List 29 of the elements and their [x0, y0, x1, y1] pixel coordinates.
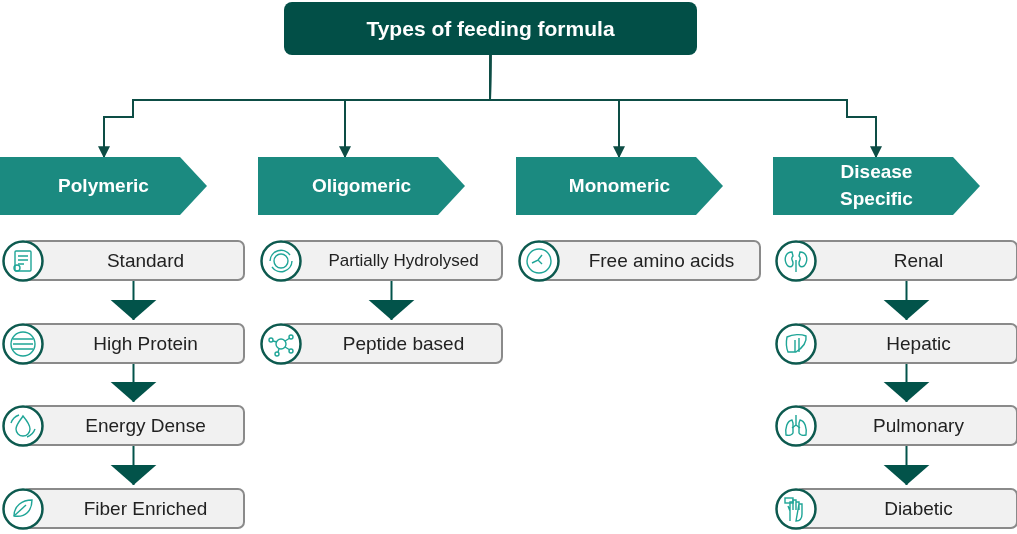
connector-arrow: [489, 54, 882, 159]
chevron-banner: [516, 157, 723, 215]
chevron-banner: [258, 157, 465, 215]
item-label: Pulmonary: [873, 414, 964, 437]
chevron-banner: [0, 157, 207, 215]
item-label: Energy Dense: [85, 414, 206, 437]
item-label: Fiber Enriched: [83, 497, 208, 520]
category-label: Disease Specific: [839, 160, 914, 211]
down-triangle-arrow: [883, 445, 930, 486]
down-triangle-arrow: [368, 280, 415, 321]
item-label: Renal: [893, 249, 944, 272]
item-label: Diabetic: [884, 497, 953, 520]
item-label: Peptide based: [342, 332, 465, 355]
down-triangle-arrow: [883, 280, 930, 321]
title-box: [284, 2, 697, 55]
item-label: High Protein: [93, 332, 198, 355]
down-triangle-arrow: [883, 363, 930, 403]
chevron-banner: [773, 157, 980, 215]
down-triangle-arrow: [110, 363, 157, 403]
down-triangle-arrow: [110, 445, 157, 486]
title-text: Types of feeding formula: [366, 16, 615, 41]
item-label: Partially Hydrolysed: [328, 250, 479, 271]
item-label: Hepatic: [886, 332, 951, 355]
down-triangle-arrow: [110, 280, 157, 321]
item-label: Standard: [106, 249, 185, 272]
item-label: Free amino acids: [588, 249, 735, 272]
category-label: Oligomeric: [311, 173, 412, 198]
category-label: Polymeric: [58, 173, 149, 198]
category-label: Monomeric: [568, 173, 671, 198]
